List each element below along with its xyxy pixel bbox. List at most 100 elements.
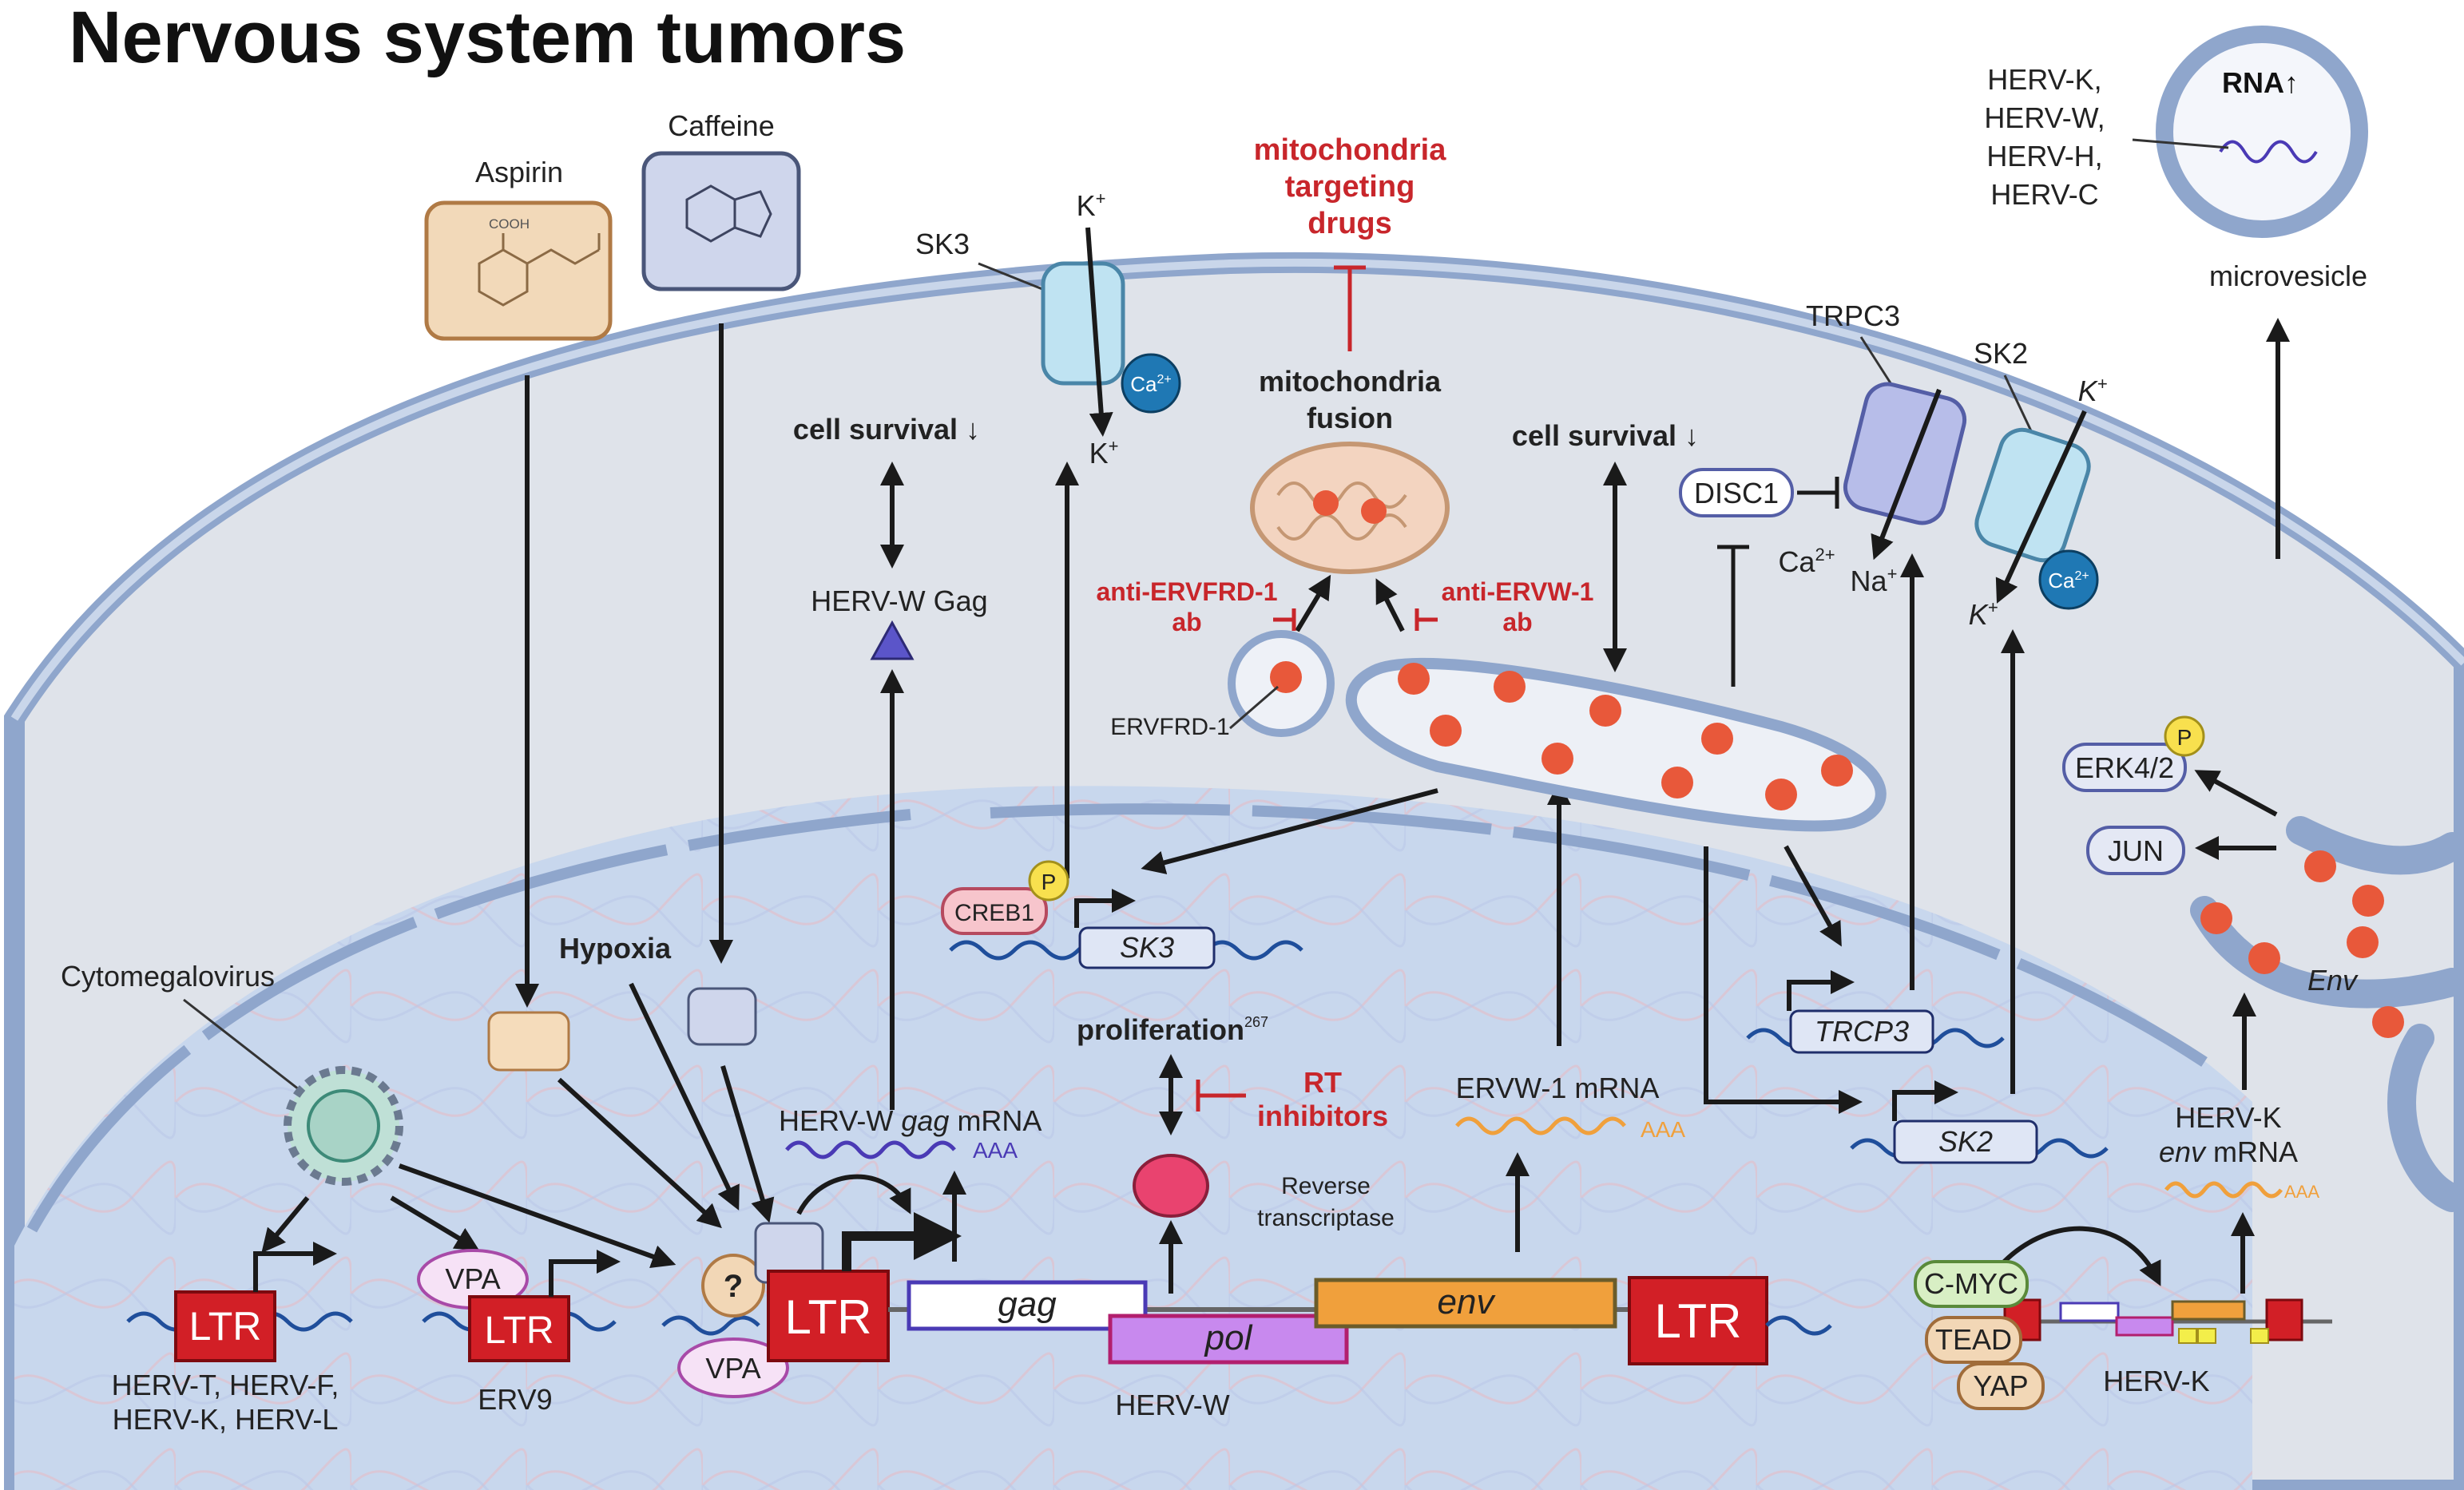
env-protein-golgi-5 (2347, 926, 2379, 958)
hypoxia-arrow (629, 982, 740, 1211)
aspirin-target (487, 1011, 570, 1072)
rna-squiggle (2219, 140, 2318, 164)
gag-gene (907, 1280, 1148, 1331)
herv-w-gag-path: HERV-W gag mRNA AAA HERV-W Gag cell surv… (779, 413, 1042, 1262)
ervw1-mrna-wave (1455, 1116, 1626, 1135)
ltr-label-erv9: LTR (484, 1310, 554, 1352)
env-protein-mito-1 (1313, 490, 1339, 516)
sk3-ca: Ca (1130, 372, 1157, 396)
hervk-mrna-line1: HERV-K (2175, 1101, 2281, 1134)
sk3-calcium-ball (1121, 353, 1181, 414)
trpc3-group: TRPC3 Ca2+ Na+ DISC1 TRCP3 (1679, 299, 2005, 1054)
env-protein (1398, 663, 1430, 695)
k-out: K (2078, 374, 2099, 407)
hervk-ltr-3 (2265, 1298, 2303, 1341)
er-to-creb-arrow (1141, 788, 1438, 874)
k-in-sup: + (1988, 597, 1998, 617)
k-out-sup: + (2097, 374, 2108, 394)
env-protein-golgi-2 (2352, 885, 2384, 917)
rt-inhibitors-line2: inhibitors (1257, 1100, 1388, 1132)
hervk-mrna-wave (2164, 1181, 2283, 1199)
env-protein (1541, 743, 1573, 775)
er-to-sk2-arrow (1704, 846, 1863, 1114)
yap-box (1957, 1362, 2045, 1410)
nuclear-envelope-left (26, 809, 911, 1233)
ltr-box-hervw-5 (767, 1270, 890, 1362)
env-protein (1821, 755, 1853, 787)
cmv-to-hervw-arrow (398, 1163, 677, 1269)
tead-label: TEAD (1935, 1323, 2012, 1356)
disc1-box (1679, 468, 1794, 517)
env-protein-golgi-1 (2304, 850, 2336, 882)
env-protein-golgi-4 (2248, 942, 2280, 974)
caffeine-target (687, 987, 757, 1046)
sk2-calcium-text: Ca2+ (2048, 569, 2089, 592)
ca-in-sup: 2+ (1815, 545, 1835, 565)
env-protein (1589, 695, 1621, 727)
env-protein-mito-2 (1361, 498, 1387, 524)
cmv-to-erv9-arrow (390, 1195, 480, 1251)
rt-inhibitors-line1: RT (1303, 1066, 1342, 1099)
k-bottom-sup: + (1109, 436, 1119, 456)
aspirin-label: Aspirin (475, 156, 563, 188)
anti-ervw-bar (1415, 608, 1438, 631)
aspirin-structure-icon (478, 233, 601, 307)
sk3-channel-icon (1041, 261, 1125, 386)
proliferation-ref: 267 (1244, 1014, 1268, 1030)
hervk-gag (2059, 1302, 2120, 1322)
mitochondria-icon (1250, 442, 1450, 574)
ltr-box-erv9 (468, 1295, 570, 1362)
env-protein-golgi-3 (2200, 902, 2232, 934)
diagram-title: Nervous system tumors (69, 0, 906, 78)
question-mark: ? (724, 1269, 743, 1304)
ervfrd-protein (1270, 661, 1302, 693)
tss-arrow-sk2 (1892, 1080, 1958, 1121)
hervk-env-italic: env (2159, 1135, 2207, 1168)
herv-w-label: HERV-W (1115, 1389, 1229, 1421)
proliferation-label: proliferation267 (1077, 1013, 1268, 1046)
caffeine-label: Caffeine (668, 109, 774, 142)
gag-protein-label: HERV-W Gag (811, 585, 987, 617)
sk3-gene-box (1078, 926, 1216, 969)
gag-mrna-label: HERV-W gag mRNA (779, 1104, 1042, 1137)
cmv-label: Cytomegalovirus (61, 960, 275, 993)
microvesicle-label: microvesicle (2209, 260, 2367, 292)
sk2-gene-box (1893, 1119, 2038, 1164)
jun-label: JUN (2108, 834, 2164, 867)
k-in: K (1969, 598, 1990, 631)
gag-gene-label: gag (998, 1285, 1057, 1324)
gag-mrna-wave (785, 1140, 956, 1159)
mv-herv-4: HERV-C (1990, 178, 2098, 211)
tss-arrow-trcp3 (1787, 970, 1855, 1011)
disc1-inhibitor (1797, 477, 1839, 509)
cmv-group: Cytomegalovirus (61, 960, 677, 1269)
sk2-ca: Ca (2048, 569, 2075, 592)
env-protein (1661, 767, 1693, 798)
na-in-label: Na+ (1851, 564, 1898, 597)
k-out-label: K+ (2078, 374, 2108, 407)
cmv-capsid (307, 1089, 380, 1163)
aspirin-target-arrow (557, 1077, 722, 1229)
gag-mrna-italic: gag (901, 1104, 949, 1137)
rt-label-2: transcriptase (1257, 1205, 1395, 1231)
hervs-provirus: LTR HERV-T, HERV-F, HERV-K, HERV-L (112, 1242, 353, 1436)
microvesicle-group: RNA↑ HERV-K, HERV-W, HERV-H, HERV-C micr… (1984, 26, 2368, 559)
sk2-group: SK2 Ca2+ K+ K+ SK2 (1850, 337, 2109, 1164)
vpa-label-1: VPA (445, 1262, 500, 1295)
rna-up-arrow: ↑ (2284, 66, 2299, 99)
hervk-accessory-2 (2197, 1328, 2216, 1344)
k-top-sup: + (1096, 188, 1106, 208)
sk3-group: SK3 Ca2+ K+ K+ CREB1 P SK3 (915, 188, 1303, 969)
sk3-channel-label: SK3 (915, 228, 970, 260)
env-protein (1765, 779, 1797, 810)
trpc3-label: TRPC3 (1806, 299, 1900, 332)
cooh-label: COOH (489, 216, 530, 232)
ervw1-polya: AAA (1641, 1117, 1685, 1142)
mito-fusion-line2: fusion (1307, 402, 1393, 434)
sk2-k-flux-arrow (1995, 410, 2087, 604)
tead-box (1925, 1316, 2022, 1364)
erv9-label: ERV9 (478, 1383, 552, 1416)
env-protein-label: Env (2307, 964, 2359, 997)
caffeine-box (641, 151, 801, 291)
